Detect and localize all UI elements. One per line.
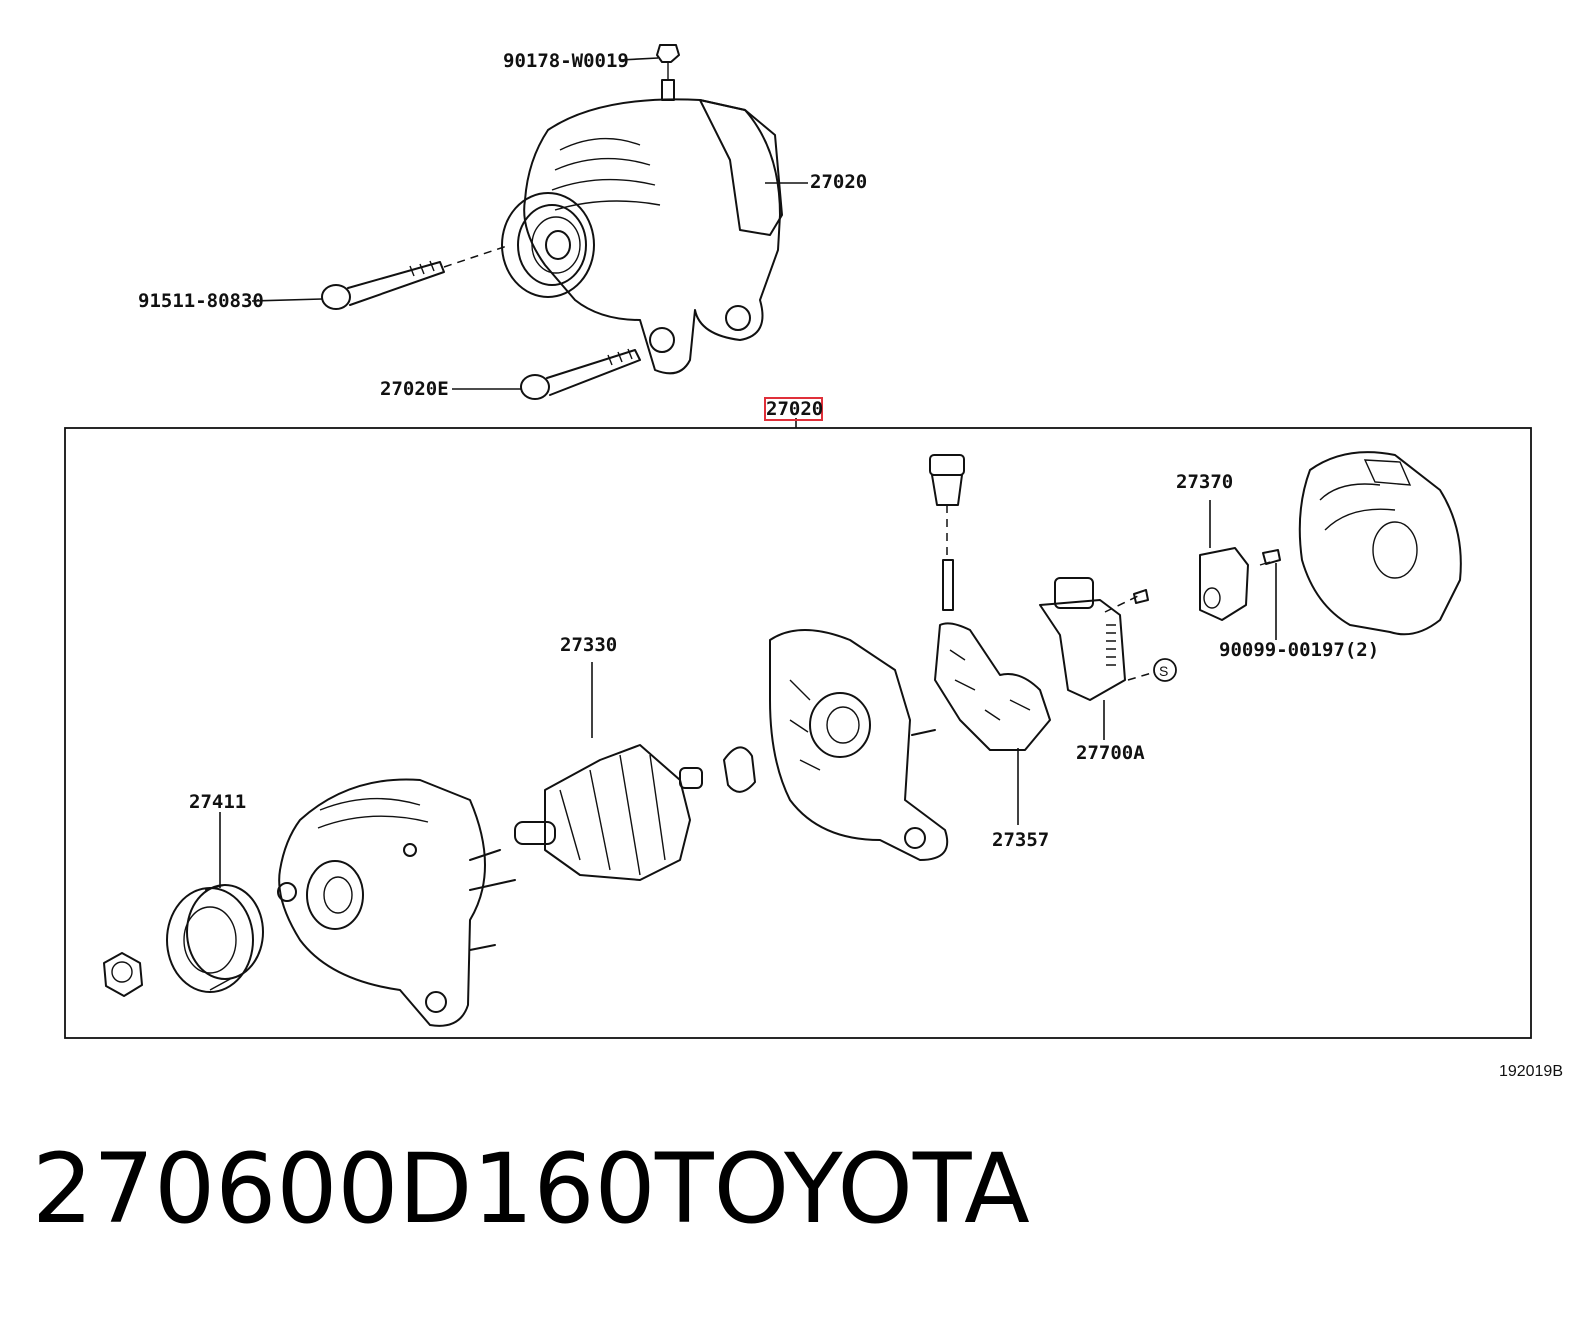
label-27411[interactable]: 27411 — [189, 791, 246, 813]
rear-housing-drawing — [769, 629, 949, 861]
s-symbol-text: S — [1159, 663, 1168, 679]
label-91511-80830[interactable]: 91511-80830 — [138, 290, 264, 312]
rectifier-drawing — [929, 454, 1051, 751]
nut-drawing — [103, 952, 143, 997]
rear-cover-drawing — [1298, 451, 1462, 636]
pulley-drawing — [166, 884, 264, 993]
regulator-drawing — [1039, 577, 1156, 701]
label-27357[interactable]: 27357 — [992, 829, 1049, 851]
label-27020-highlighted[interactable]: 27020 — [766, 398, 823, 420]
caption-brand: TOYOTA — [654, 1133, 1030, 1245]
label-27020E[interactable]: 27020E — [380, 378, 449, 400]
alternator-assembly-drawing — [501, 44, 783, 375]
label-90178-W0019[interactable]: 90178-W0019 — [503, 50, 629, 72]
figure-id: 192019B — [1499, 1063, 1563, 1080]
label-90099-00197[interactable]: 90099-00197(2) — [1219, 639, 1379, 661]
label-27370[interactable]: 27370 — [1176, 471, 1233, 493]
lower-bolt-drawing — [520, 348, 641, 400]
label-27700A[interactable]: 27700A — [1076, 742, 1145, 764]
highlight-box[interactable] — [764, 397, 823, 421]
rotor-drawing — [514, 744, 703, 881]
retainer-drawing — [723, 746, 756, 793]
front-housing-drawing — [277, 778, 516, 1027]
long-bolt-drawing — [321, 244, 511, 310]
terminal-cover-drawing — [1199, 547, 1249, 621]
caption-part-number: 270600D160 — [32, 1133, 656, 1245]
exploded-view-frame — [64, 427, 1532, 1039]
screw-drawing — [1259, 549, 1281, 566]
s-symbol-circle — [1153, 658, 1177, 682]
label-27020-top[interactable]: 27020 — [810, 171, 867, 193]
label-27330[interactable]: 27330 — [560, 634, 617, 656]
